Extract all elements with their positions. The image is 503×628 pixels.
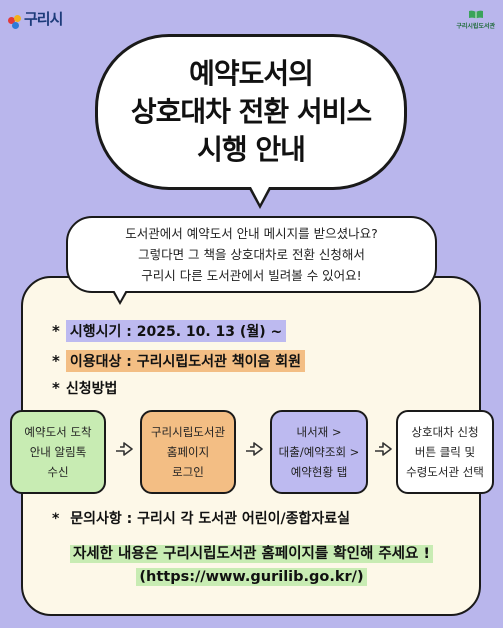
intro-bubble-tail-inner bbox=[114, 290, 126, 301]
bullet-star: * bbox=[52, 322, 60, 340]
step-3-line-3: 예약현황 탭 bbox=[290, 465, 348, 479]
intro-line-2: 그렇다면 그 책을 상호대차로 전환 신청해서 bbox=[138, 247, 365, 262]
arrow-right-icon bbox=[375, 442, 392, 456]
intro-bubble: 도서관에서 예약도서 안내 메시지를 받으셨나요? 그렇다면 그 책을 상호대차… bbox=[66, 216, 437, 305]
step-3-line-2: 대출/예약조회 > bbox=[278, 445, 360, 459]
title-line-1: 예약도서의 bbox=[189, 57, 314, 90]
bullet-star: * bbox=[52, 352, 60, 370]
intro-line-3: 구리시 다른 도서관에서 빌려볼 수 있어요! bbox=[141, 268, 362, 283]
step-1-line-1: 예약도서 도착 bbox=[24, 425, 92, 439]
date-text: 시행시기 : 2025. 10. 13 (월) ~ bbox=[65, 320, 287, 342]
book-icon bbox=[468, 10, 483, 19]
intro-line-1: 도서관에서 예약도서 안내 메시지를 받으셨나요? bbox=[125, 226, 378, 241]
contact-info: * 문의사항 : 구리시 각 도서관 어린이/종합자료실 bbox=[52, 508, 350, 528]
step-3-line-1: 내서재 > bbox=[296, 425, 342, 439]
step-2-line-3: 로그인 bbox=[172, 465, 204, 479]
step-3: 내서재 > 대출/예약조회 > 예약현황 탭 bbox=[270, 410, 368, 494]
step-2: 구리시립도서관 홈페이지 로그인 bbox=[140, 410, 236, 494]
city-emblem-icon bbox=[8, 15, 22, 29]
step-4: 상호대차 신청 버튼 클릭 및 수령도서관 선택 bbox=[396, 410, 494, 494]
step-4-line-1: 상호대차 신청 bbox=[411, 425, 479, 439]
bubble-tail-inner bbox=[251, 187, 269, 204]
arrow-right-icon bbox=[246, 442, 263, 456]
title-bubble: 예약도서의 상호대차 전환 서비스 시행 안내 bbox=[95, 34, 407, 209]
target-text: 이용대상 : 구리시립도서관 책이음 회원 bbox=[65, 350, 306, 372]
step-1-line-3: 수신 bbox=[47, 465, 69, 479]
step-2-line-2: 홈페이지 bbox=[166, 445, 210, 459]
info-method: * 신청방법 bbox=[52, 378, 117, 398]
bullet-star: * bbox=[52, 379, 60, 397]
info-date: * 시행시기 : 2025. 10. 13 (월) ~ bbox=[52, 320, 287, 342]
title-line-3: 시행 안내 bbox=[197, 133, 306, 166]
info-target: * 이용대상 : 구리시립도서관 책이음 회원 bbox=[52, 350, 306, 372]
step-2-line-1: 구리시립도서관 bbox=[150, 425, 226, 439]
footer-line-1: 자세한 내용은 구리시립도서관 홈페이지를 확인해 주세요 ! bbox=[69, 545, 434, 563]
guri-city-logo: 구리시 bbox=[8, 8, 63, 29]
step-1: 예약도서 도착 안내 알림톡 수신 bbox=[10, 410, 106, 494]
library-logo: 구리시립도서관 bbox=[456, 10, 495, 30]
bullet-star: * bbox=[52, 511, 60, 527]
footer-line-2[interactable]: (https://www.gurilib.go.kr/) bbox=[136, 568, 367, 586]
library-logo-text: 구리시립도서관 bbox=[456, 23, 495, 30]
footer-notice: 자세한 내용은 구리시립도서관 홈페이지를 확인해 주세요 ! bbox=[0, 542, 503, 563]
arrow-right-icon bbox=[116, 442, 133, 456]
method-text: 신청방법 bbox=[65, 381, 118, 397]
step-4-line-2: 버튼 클릭 및 bbox=[414, 445, 476, 459]
contact-text: 문의사항 : 구리시 각 도서관 어린이/종합자료실 bbox=[70, 511, 351, 527]
title-line-2: 상호대차 전환 서비스 bbox=[130, 95, 372, 128]
step-1-line-2: 안내 알림톡 bbox=[29, 445, 87, 459]
footer-url: (https://www.gurilib.go.kr/) bbox=[0, 566, 503, 586]
city-logo-text: 구리시 bbox=[24, 10, 63, 28]
step-4-line-3: 수령도서관 선택 bbox=[406, 465, 484, 479]
